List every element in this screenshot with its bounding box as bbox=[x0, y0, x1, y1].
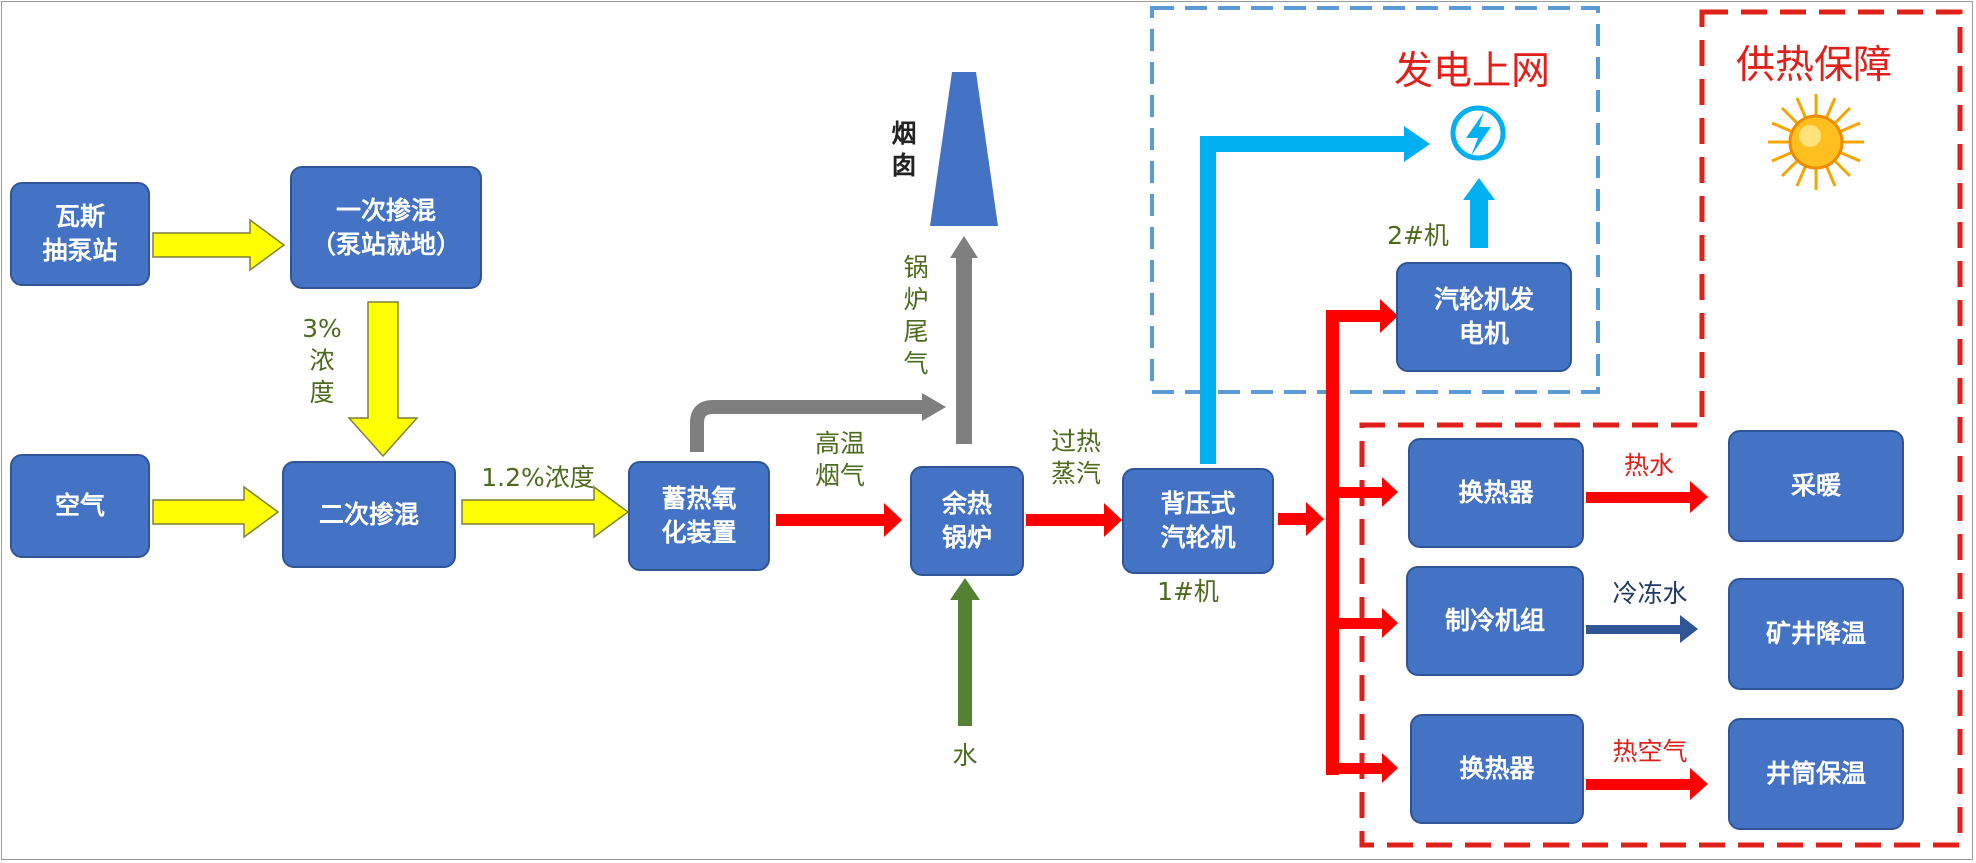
arrow-secondary-to-oxidation bbox=[461, 485, 630, 539]
turbine-generator-box: 汽轮机发 电机 bbox=[1396, 262, 1572, 372]
high-temp-flue-gas-label: 高温 烟气 bbox=[814, 429, 865, 490]
heat-supply-section-border bbox=[1359, 9, 1963, 848]
concentration-1-2-label: 1.2%浓度 bbox=[481, 463, 595, 492]
water-label: 水 bbox=[952, 741, 978, 770]
arrow-primary-to-secondary bbox=[347, 301, 419, 458]
sun-icon bbox=[1768, 94, 1864, 190]
heat-exchanger-box-1: 换热器 bbox=[1408, 438, 1584, 548]
heat-exchanger-box-2: 换热器 bbox=[1410, 714, 1584, 824]
shaft-insulation-box: 井筒保温 bbox=[1728, 718, 1904, 830]
unit-2-label: 2#机 bbox=[1387, 221, 1449, 250]
heating-box: 采暖 bbox=[1728, 430, 1904, 542]
arrow-boiler-to-turbine bbox=[1026, 514, 1106, 526]
back-pressure-turbine-box: 背压式 汽轮机 bbox=[1122, 468, 1274, 574]
arrow-turbine-out bbox=[1278, 513, 1308, 525]
air-box: 空气 bbox=[10, 454, 150, 558]
refrigeration-unit-box: 制冷机组 bbox=[1406, 566, 1584, 676]
chimney-label: 烟 囱 bbox=[891, 119, 917, 180]
power-grid-title: 发电上网 bbox=[1394, 49, 1551, 94]
boiler-exhaust-label: 锅 炉 尾 气 bbox=[903, 253, 929, 378]
hot-water-label: 热水 bbox=[1623, 451, 1674, 480]
heat-supply-title: 供热保障 bbox=[1736, 43, 1893, 88]
arrow-oxidation-to-exhaust-head bbox=[922, 393, 946, 421]
hot-air-label: 热空气 bbox=[1612, 737, 1688, 766]
arrow-boiler-to-chimney bbox=[956, 256, 972, 444]
power-bolt-icon bbox=[1450, 105, 1506, 161]
gas-pump-station-box: 瓦斯 抽泵站 bbox=[10, 182, 150, 286]
arrow-oxidation-to-boiler bbox=[776, 514, 886, 526]
arrow-gas-to-primary bbox=[152, 218, 286, 272]
concentration-3-label: 3% 浓 度 bbox=[302, 314, 342, 407]
arrow-hot-air bbox=[1586, 779, 1692, 790]
chimney-icon bbox=[930, 72, 998, 226]
arrow-water-to-boiler bbox=[958, 598, 972, 726]
waste-heat-boiler-box: 余热 锅炉 bbox=[910, 466, 1024, 576]
arrow-air-to-secondary bbox=[152, 485, 280, 539]
arrow-turbine-to-grid bbox=[1200, 142, 1216, 464]
arrow-hot-water bbox=[1586, 492, 1692, 503]
power-grid-section-border bbox=[1150, 6, 1600, 394]
arrow-generator-to-grid bbox=[1470, 198, 1488, 248]
arrow-boiler-to-chimney-head bbox=[950, 236, 978, 258]
unit-1-label: 1#机 bbox=[1157, 577, 1219, 606]
secondary-mixing-box: 二次掺混 bbox=[282, 461, 456, 568]
arrow-chilled-water bbox=[1586, 625, 1682, 634]
heat-distribution-trunk bbox=[1326, 315, 1339, 775]
superheated-steam-label: 过热 蒸汽 bbox=[1050, 427, 1101, 488]
mine-cooling-box: 矿井降温 bbox=[1728, 578, 1904, 690]
oxidation-device-box: 蓄热氧 化装置 bbox=[628, 461, 770, 571]
primary-mixing-box: 一次掺混 （泵站就地） bbox=[290, 166, 482, 289]
chilled-water-label: 冷冻水 bbox=[1612, 579, 1688, 608]
arrow-oxidation-to-exhaust bbox=[690, 400, 924, 452]
